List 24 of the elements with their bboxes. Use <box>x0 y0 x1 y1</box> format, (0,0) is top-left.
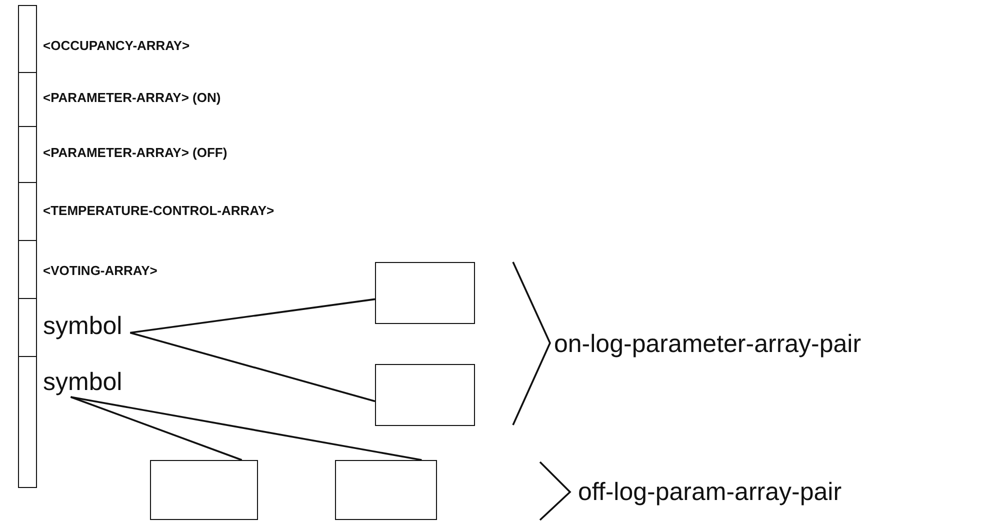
array-label: <PARAMETER-ARRAY> (OFF) <box>43 145 228 160</box>
array-cell <box>18 72 37 128</box>
array-label: <TEMPERATURE-CONTROL-ARRAY> <box>43 203 274 218</box>
empty-box <box>375 364 475 426</box>
empty-box <box>375 262 475 324</box>
bracket-label: off-log-param-array-pair <box>578 478 842 507</box>
array-cell <box>18 5 37 74</box>
array-cell <box>18 240 37 300</box>
array-cell <box>18 126 37 184</box>
empty-box <box>335 460 437 520</box>
connector-line <box>70 396 422 461</box>
connector-line <box>70 396 242 461</box>
symbol-text: symbol <box>43 314 122 339</box>
array-cell <box>18 298 37 358</box>
array-label: <VOTING-ARRAY> <box>43 263 158 278</box>
empty-box <box>150 460 258 520</box>
symbol-text: symbol <box>43 370 122 395</box>
array-cell <box>18 182 37 242</box>
connector-line <box>130 332 376 402</box>
connector-line <box>130 298 376 334</box>
array-label: <OCCUPANCY-ARRAY> <box>43 38 190 53</box>
bracket-label: on-log-parameter-array-pair <box>554 330 862 359</box>
array-cell <box>18 356 37 488</box>
array-label: <PARAMETER-ARRAY> (ON) <box>43 90 221 105</box>
